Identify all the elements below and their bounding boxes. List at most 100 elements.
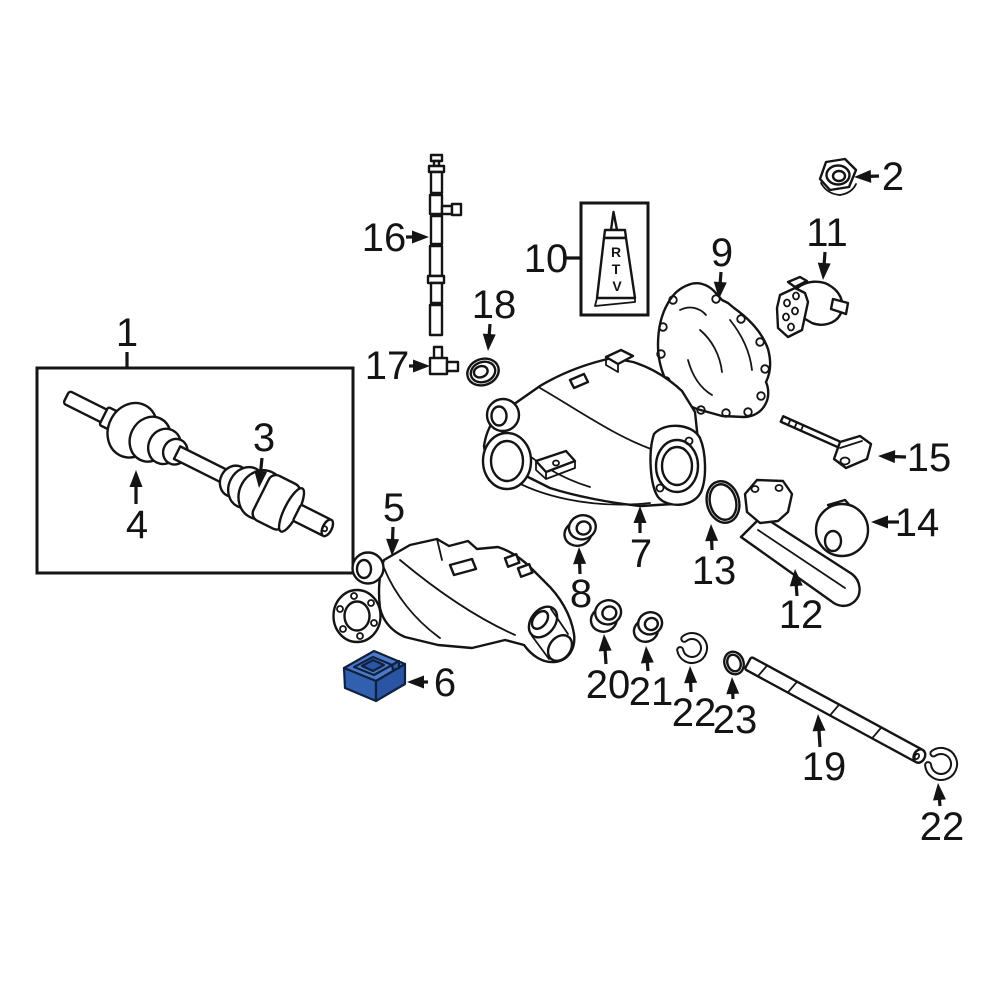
- callout-label-13: 13: [692, 549, 737, 593]
- part-10-rtv-sealant: R T V: [579, 201, 650, 317]
- callout-label-1: 1: [116, 311, 138, 355]
- callout-label-6: 6: [434, 661, 456, 705]
- part-11-bracket: [775, 275, 850, 339]
- callout-21: 21: [629, 646, 674, 714]
- part-13-o-ring: [705, 480, 741, 524]
- part-15-stud: [779, 415, 873, 470]
- callout-arrowhead: [817, 262, 831, 280]
- callout-9: 9: [711, 231, 733, 299]
- callout-arrowhead: [413, 359, 430, 373]
- part-2-flange-nut: [818, 157, 858, 196]
- callout-14: 14: [871, 501, 939, 545]
- callout-label-12: 12: [779, 593, 824, 637]
- callout-label-5: 5: [383, 486, 405, 530]
- flange-bolt-holes: [336, 592, 378, 640]
- callout-label-3: 3: [253, 416, 275, 460]
- callout-label-2: 2: [882, 155, 904, 199]
- callout-label-11: 11: [806, 211, 848, 255]
- part-7-differential-carrier: [481, 348, 707, 508]
- part-23-o-ring: [723, 650, 745, 676]
- callout-20: 20: [586, 634, 631, 707]
- callout-arrowhead: [684, 666, 698, 684]
- callout-22: 22: [920, 783, 964, 849]
- callout-label-23: 23: [713, 698, 758, 742]
- callout-label-19: 19: [802, 745, 847, 789]
- callout-label-4: 4: [126, 503, 148, 547]
- callout-13: 13: [692, 524, 737, 593]
- callout-arrowhead: [633, 506, 647, 523]
- callout-arrowhead: [705, 524, 719, 542]
- callout-label-22: 22: [672, 691, 717, 735]
- callout-arrowhead: [640, 646, 654, 664]
- callout-arrowhead: [412, 230, 429, 244]
- callout-arrowhead: [713, 281, 727, 299]
- callout-18: 18: [472, 283, 517, 351]
- callout-arrowhead: [878, 450, 896, 464]
- part-17-vent-fitting: [428, 345, 460, 376]
- callout-22: 22: [672, 666, 717, 735]
- callout-11: 11: [806, 211, 848, 280]
- callout-label-9: 9: [711, 231, 733, 275]
- callout-1: 1: [116, 311, 138, 368]
- callout-arrowhead: [854, 169, 872, 183]
- callout-23: 23: [713, 677, 758, 742]
- callout-arrowhead: [598, 634, 612, 652]
- part-14-bearing-boss: [814, 498, 870, 558]
- callout-5: 5: [383, 486, 405, 556]
- part-22-snap-ring-left: [676, 632, 708, 664]
- callout-17: 17: [365, 344, 430, 388]
- callout-19: 19: [802, 714, 847, 789]
- callout-label-10: 10: [524, 237, 569, 281]
- callout-arrowhead: [789, 569, 803, 587]
- callout-label-14: 14: [895, 501, 940, 545]
- rtv-tube: R T V: [594, 210, 637, 307]
- part-6-highlighted-bracket: [342, 649, 407, 703]
- callout-3: 3: [253, 416, 275, 488]
- part-16-vent-tube: [426, 153, 463, 337]
- axle-box-frame: [35, 366, 355, 575]
- callout-label-21: 21: [629, 670, 674, 714]
- callout-arrowhead: [726, 677, 740, 695]
- callout-arrowhead: [254, 470, 268, 488]
- part-19-axle-shaft: [744, 656, 927, 764]
- callout-6: 6: [407, 661, 456, 705]
- callout-arrowhead: [932, 783, 946, 801]
- part-12-axle-tube: [739, 478, 870, 608]
- callout-label-17: 17: [365, 344, 410, 388]
- callout-arrowhead: [407, 675, 424, 689]
- callout-arrowhead: [386, 538, 400, 556]
- callout-4: 4: [126, 470, 148, 547]
- callout-arrowhead: [482, 333, 496, 351]
- part-18-seal: [466, 357, 500, 387]
- callout-label-16: 16: [362, 216, 407, 260]
- part-3-cv-joint: [218, 464, 306, 533]
- callout-arrowhead: [871, 515, 888, 529]
- callout-8: 8: [570, 547, 592, 616]
- callout-2: 2: [854, 155, 904, 199]
- part-22-snap-ring-right: [924, 747, 958, 781]
- part-1-axle-assembly-box: [35, 366, 355, 575]
- rtv-letter-t: T: [612, 261, 621, 277]
- part-5-axle-housing: [332, 537, 576, 664]
- part-4-cv-boot: [106, 401, 189, 466]
- part-21-seal: [632, 611, 664, 643]
- callout-label-20: 20: [586, 663, 631, 707]
- rtv-letter-v: V: [612, 278, 622, 294]
- part-8-seal: [563, 513, 597, 547]
- rtv-letter-r: R: [611, 244, 621, 260]
- callout-label-7: 7: [630, 532, 652, 576]
- cv-axle-shaft: [62, 390, 335, 538]
- callout-label-18: 18: [472, 283, 517, 327]
- part-20-seal: [589, 599, 623, 633]
- callout-10: 10: [524, 237, 581, 281]
- callout-15: 15: [878, 436, 951, 480]
- callout-arrowhead: [129, 470, 143, 487]
- callout-7: 7: [630, 506, 652, 576]
- callout-12: 12: [779, 569, 824, 637]
- callout-16: 16: [362, 216, 429, 260]
- callout-label-8: 8: [570, 572, 592, 616]
- callout-arrowhead: [573, 547, 587, 565]
- callout-label-15: 15: [907, 436, 952, 480]
- part-9-cover-gasket: [656, 282, 772, 419]
